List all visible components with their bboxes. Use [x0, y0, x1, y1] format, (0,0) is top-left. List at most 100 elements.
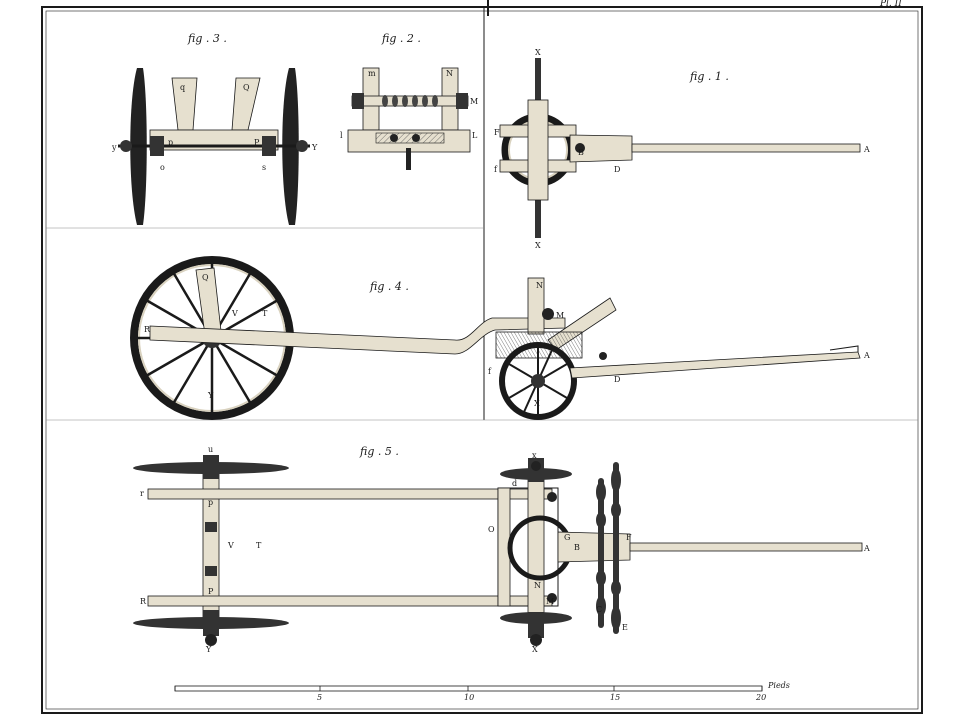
plate-frame: [41, 6, 923, 714]
fig3-letter: y: [111, 143, 117, 152]
fig1-letter: F: [494, 128, 500, 137]
fig5-pin: [531, 461, 541, 471]
scale-bar-number: 10: [464, 693, 474, 702]
fig3-letter: p: [168, 138, 173, 147]
fig1-letter: D: [614, 165, 620, 174]
fig1-letter: X: [535, 48, 541, 57]
figure-5: fig . 5 .: [133, 445, 870, 654]
fig3-clamp-left: [150, 136, 164, 156]
fig5-letter: Y: [205, 645, 212, 654]
fig5-letter: R: [140, 597, 147, 606]
fig3-letter: Q: [243, 83, 250, 92]
fig5-letter: B: [574, 543, 580, 552]
fig4-bolt-m: [542, 308, 554, 320]
fig2-bolt: [390, 134, 398, 142]
fig3-letter: s: [262, 163, 266, 172]
fig5-pole-head: [557, 531, 631, 563]
fig5-letter: O: [488, 525, 495, 534]
fig5-bolt: [547, 492, 557, 502]
scale-bar-number: 5: [317, 693, 322, 702]
fig2-letter: M: [470, 97, 478, 106]
fig4-letter: Q: [202, 273, 209, 282]
fig2-turned-spindle: [382, 95, 438, 107]
fig1-pole-head: [569, 134, 633, 163]
fig5-letter: G: [564, 533, 570, 542]
fig4-front-wheel-rim: [499, 342, 577, 420]
fig4-caption: fig . 4 .: [369, 280, 409, 293]
fig5-front-hub-bottom: [528, 612, 544, 638]
fig5-letter: p: [208, 498, 213, 507]
plate-inner-frame: [45, 10, 919, 710]
fig4-letter: Y: [207, 391, 214, 400]
fig2-letter: l: [340, 131, 343, 140]
fig3-clamp-right: [262, 136, 276, 156]
fig5-rear-bolt: [205, 522, 217, 532]
scale-bar-number: 15: [610, 693, 620, 702]
fig5-rear-bolt: [205, 566, 217, 576]
fig5-letter: M: [546, 597, 554, 606]
fig1-upper-rod: [535, 58, 541, 120]
fig5-letter: r: [140, 489, 144, 498]
fig1-letter: B: [578, 148, 584, 157]
fig5-perch-bottom: [147, 595, 553, 607]
fig1-letter: A: [863, 145, 870, 154]
fig4-front-hub: [531, 374, 545, 388]
fig5-letter: P: [208, 587, 214, 596]
fig5-letter: V: [227, 541, 234, 550]
fig1-center-post: [527, 99, 549, 201]
fig5-letter: F: [626, 533, 632, 542]
fig4-pole: [569, 351, 861, 379]
scale-bar-label: Pieds: [767, 681, 790, 690]
fig1-caption: fig . 1 .: [689, 70, 729, 83]
fig5-letter: N: [534, 581, 541, 590]
fig1-letter: f: [494, 165, 498, 174]
scale-bar: Pieds 5 10 15 20: [174, 681, 790, 702]
fig3-hub-right: [296, 140, 308, 152]
fig2-letter: N: [446, 69, 453, 78]
fig5-letter: T: [256, 541, 262, 550]
fig5-letter: u: [208, 445, 213, 454]
fig5-bolt: [547, 593, 557, 603]
fig5-rear-hub-top: [203, 455, 219, 479]
fig4-letter: T: [262, 309, 268, 318]
fig5-letter: C: [596, 605, 602, 614]
fig4-pole-hook: [829, 345, 859, 352]
fig5-letter: d: [512, 479, 517, 488]
fig4-rear-wheel-spokes: [136, 262, 288, 414]
fig2-caption: fig . 2 .: [381, 32, 421, 45]
fig2-king-pin: [406, 148, 411, 170]
fig5-letter: A: [863, 544, 870, 553]
fig5-letter: E: [622, 623, 628, 632]
fig2-bolt: [412, 134, 420, 142]
scale-bar-rule: [174, 685, 763, 692]
plate-number: Pl. II: [879, 0, 902, 9]
fig1-letter: X: [535, 241, 541, 250]
fig2-block-left: [352, 93, 364, 109]
scale-bar-number: 20: [755, 693, 766, 702]
figure-4: fig . 4 .: [130, 256, 870, 420]
figure-2: fig . 2 . m N M l L: [340, 32, 478, 170]
fig4-letter: N: [536, 281, 543, 290]
fig2-letter: L: [472, 131, 478, 140]
fig3-letter: Y: [311, 143, 318, 152]
fig3-caption: fig . 3 .: [187, 32, 227, 45]
fig5-caption: fig . 5 .: [359, 445, 399, 458]
fig5-front-axle: [527, 477, 545, 617]
fig5-rear-pin: [205, 634, 217, 646]
fig2-block-right: [456, 93, 468, 109]
fig5-pin: [530, 634, 542, 646]
fig4-letter: D: [614, 375, 620, 384]
fig1-pole: [631, 143, 861, 153]
fig3-letter: o: [160, 163, 165, 172]
fig3-hub-left: [120, 140, 132, 152]
fig2-iron-plate: [375, 132, 445, 144]
fig2-turned-rail: [351, 95, 469, 107]
fig4-perch: [149, 317, 566, 355]
fig4-letter: R: [144, 325, 151, 334]
fig1-lower-rod: [535, 180, 541, 238]
fig4-letter: V: [231, 309, 238, 318]
fig4-letter: M: [556, 311, 564, 320]
fig2-letter: m: [368, 69, 376, 78]
fig5-pole: [629, 542, 863, 552]
